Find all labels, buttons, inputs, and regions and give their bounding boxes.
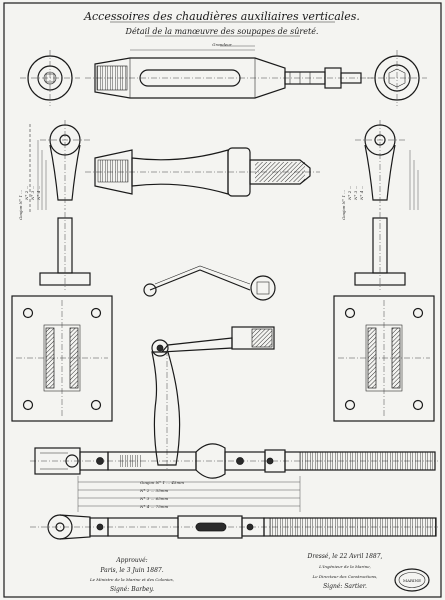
left-dim-label-3: N° 3 ... (30, 186, 35, 201)
drafting-line-1: Dressé, le 22 Avril 1887, (307, 553, 383, 560)
drafting-line-2: L'Ingénieur de la Marine, (318, 564, 371, 569)
approval-line-3: Le Ministre de la Marine et des Colonies… (89, 577, 174, 582)
sheet-title: Accessoires des chaudières auxiliaires v… (83, 10, 360, 23)
right-lever-elevation (355, 120, 419, 210)
center-spindle-plan (85, 147, 320, 197)
bottom-spindle-plan (30, 514, 438, 540)
center-crank-plan (143, 265, 276, 301)
drafting-line-4: Signé: Sartier. (323, 583, 367, 590)
sheet-subtitle: Détail de la manœuvre des soupapes de sû… (125, 27, 319, 36)
bottom-dim-label-2: N° 2 ... 55mm (139, 488, 169, 493)
approval-line-1: Approuvé: (115, 557, 147, 564)
bottom-dim-label-4: N° 4 ... 75mm (139, 504, 169, 509)
archive-stamp: MARINE (394, 568, 430, 592)
left-dim-label-2: N° 2 ... (24, 186, 29, 201)
approval-line-2: Paris, le 3 Juin 1887. (99, 567, 163, 574)
left-lever-elevation (29, 120, 90, 212)
right-dim-label-3: N° 3 ... (353, 186, 358, 201)
right-bracket-side (354, 212, 406, 290)
bottom-dimension-block (77, 476, 301, 512)
left-dim-label-1: Goujon N° 1 ... (18, 190, 23, 220)
bottom-dim-label-3: N° 3 ... 65mm (139, 496, 169, 501)
approval-line-4: Signé: Barbey. (110, 586, 154, 593)
scale-note: Grandeur (212, 42, 233, 47)
approval-block: Approuvé: Paris, le 3 Juin 1887. Le Mini… (89, 557, 174, 593)
right-dim-label-2: N° 2 ... (347, 186, 352, 201)
sheet-border (3, 2, 442, 598)
top-left-end-view (20, 50, 80, 106)
left-dim-label-4: N° 4 ... (36, 186, 41, 201)
right-dim-label-1: Goujon N° 1 ... (341, 190, 346, 220)
bottom-spindle-elevation (30, 443, 438, 479)
left-base-plate (11, 295, 113, 422)
top-right-end-view (367, 50, 427, 106)
right-base-plate (333, 295, 435, 422)
drafting-line-3: Le Directeur des Constructions, (312, 574, 378, 579)
stamp-text: MARINE (403, 578, 421, 583)
top-spindle-side-view (85, 45, 375, 99)
left-bracket-side (39, 212, 91, 290)
bottom-dim-label-1: Goujon N° 1 ... 45mm (140, 480, 184, 485)
center-crank-handle (151, 326, 275, 470)
drafting-block: Dressé, le 22 Avril 1887, L'Ingénieur de… (307, 553, 383, 590)
right-dim-label-4: N° 4 ... (359, 186, 364, 201)
